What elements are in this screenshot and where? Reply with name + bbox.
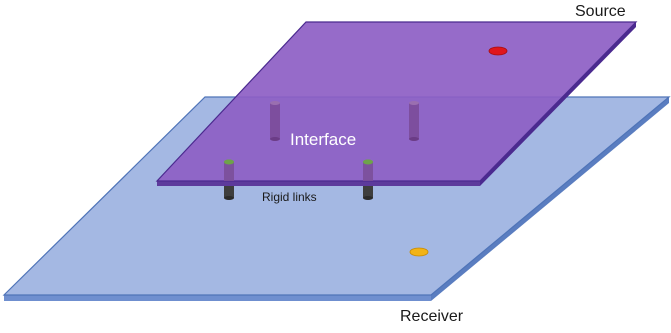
link-body-front-left-upper: [224, 162, 234, 181]
source-plate-side: [157, 181, 480, 186]
link-body-front-right-upper: [363, 162, 373, 181]
receiver-point: [409, 247, 429, 257]
source-plate: [155, 21, 638, 186]
rigid-link-back-left: [270, 101, 280, 141]
source-point: [488, 46, 508, 56]
source-plate-top: [155, 21, 638, 182]
link-cap-front-right-top: [363, 159, 373, 165]
label-rigid-links: Rigid links: [262, 190, 317, 204]
source-plate-side-right: [480, 22, 636, 186]
label-receiver: Receiver: [400, 308, 464, 325]
receiver-plate-side: [4, 295, 431, 301]
rigid-link-front-right: [363, 185, 373, 200]
label-source: Source: [575, 3, 626, 20]
receiver-plate-side-right: [431, 97, 669, 301]
rigid-link-front-left: [224, 185, 234, 200]
label-interface: Interface: [290, 130, 356, 149]
link-cap-front-left-top: [224, 159, 234, 165]
rigid-link-back-right: [409, 101, 419, 141]
